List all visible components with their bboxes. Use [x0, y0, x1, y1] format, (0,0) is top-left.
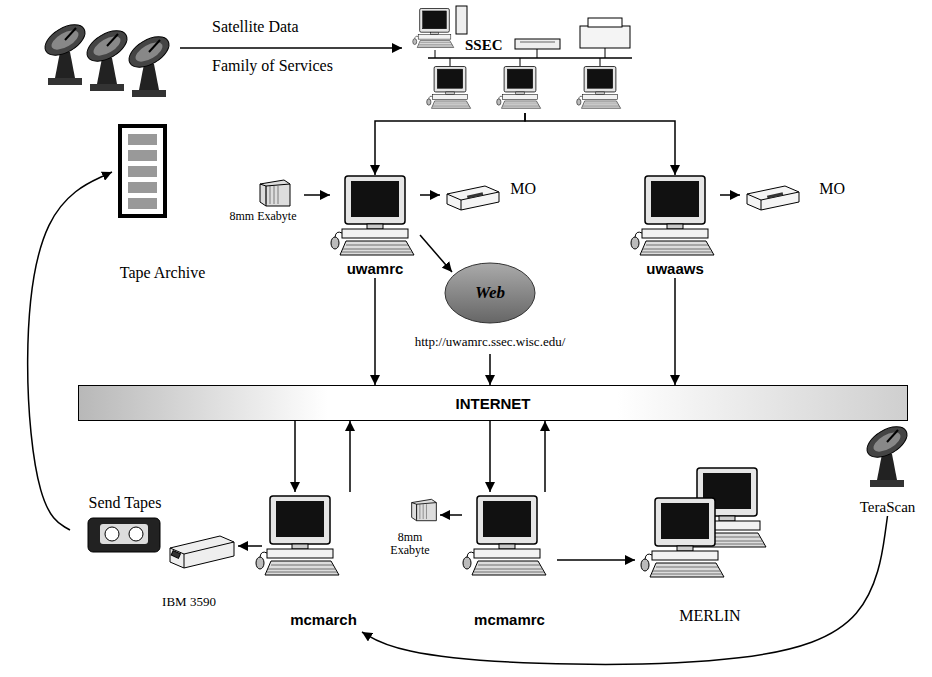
web-ellipse [445, 263, 535, 323]
node-label: MERLIN [679, 607, 740, 625]
connector-arrow [294, 421, 296, 492]
node-label: Tape Archive [120, 264, 206, 282]
connector-arrow [349, 421, 351, 492]
workstation: mcmamrc [462, 492, 557, 630]
connector-arrow [440, 514, 462, 516]
connector-arrow [28, 172, 112, 530]
node-label: Web [475, 283, 505, 303]
send-tapes: Send Tapes [70, 492, 180, 557]
node-label: MO [510, 180, 536, 198]
arrow-label: Family of Services [212, 57, 333, 75]
node-label: mcmarch [290, 611, 357, 628]
connector-arrow [375, 113, 525, 175]
satellite-dish: TeraScan [845, 418, 930, 516]
exabyte-drive [260, 180, 290, 206]
node-label: uwamrc [347, 260, 404, 277]
node-label: IBM 3590 [162, 594, 216, 610]
workstation: mcmarch [262, 492, 385, 630]
tape-drive: IBM 3590 [140, 532, 238, 610]
mo-drive [447, 186, 499, 210]
uwaaws-computer [631, 176, 714, 255]
ibm-3590-drive [170, 536, 234, 568]
connector-arrow [362, 516, 888, 664]
mcmarch-computer [256, 496, 339, 575]
connector-arrow [720, 194, 740, 196]
ssec-network: SSEC [405, 5, 645, 113]
workstation: uwaaws [630, 175, 720, 278]
ssec-network [413, 6, 632, 108]
connector-arrow [489, 421, 491, 492]
merlin-computer [641, 498, 724, 577]
satellite-arrow [180, 47, 402, 49]
mcmamrc-computer [463, 496, 546, 575]
node-sublabel: http://uwamrc.ssec.wisc.edu/ [415, 334, 566, 350]
workstation-cluster: MERLIN [635, 465, 785, 625]
web-node: Web http://uwamrc.ssec.wisc.edu/ [380, 262, 600, 354]
exabyte-drive [412, 499, 437, 520]
node-label: mcmamrc [474, 611, 545, 628]
connector-arrow [238, 545, 262, 547]
tape-archive: Tape Archive [100, 122, 225, 282]
tape-drive: 8mm Exabyte [222, 178, 304, 224]
satellite-dishes [40, 19, 174, 97]
connector-arrow [557, 559, 635, 561]
arrow-label: Satellite Data [212, 18, 299, 36]
node-label: INTERNET [456, 395, 531, 412]
connector-arrow [374, 278, 376, 385]
node-label: TeraScan [860, 499, 916, 516]
mo-drive [747, 186, 799, 210]
connector-arrow [674, 278, 676, 385]
connector-arrow [525, 113, 675, 175]
node-label: Send Tapes [89, 494, 162, 512]
terascan-dish [862, 421, 912, 487]
connector-arrow [489, 354, 491, 385]
connector-arrow [544, 421, 546, 492]
connector-arrow [304, 194, 330, 196]
uwamrc-computer [331, 176, 414, 255]
workstation: uwamrc [330, 175, 420, 278]
connector-arrow [420, 235, 452, 272]
mo-drive: MO [740, 178, 865, 214]
tape-archive-rack [120, 126, 165, 216]
node-label: uwaaws [646, 260, 704, 277]
connector-arrow [420, 194, 440, 196]
node-label: SSEC [465, 37, 503, 54]
node-label: MO [819, 180, 845, 198]
node-label: 8mm Exabyte [384, 531, 436, 557]
node-label: 8mm Exabyte [230, 209, 297, 224]
tape-drive: 8mm Exabyte [380, 495, 440, 557]
mo-drive: MO [440, 178, 540, 214]
internet-band: INTERNET [78, 385, 908, 421]
tape-cassette [88, 518, 160, 552]
